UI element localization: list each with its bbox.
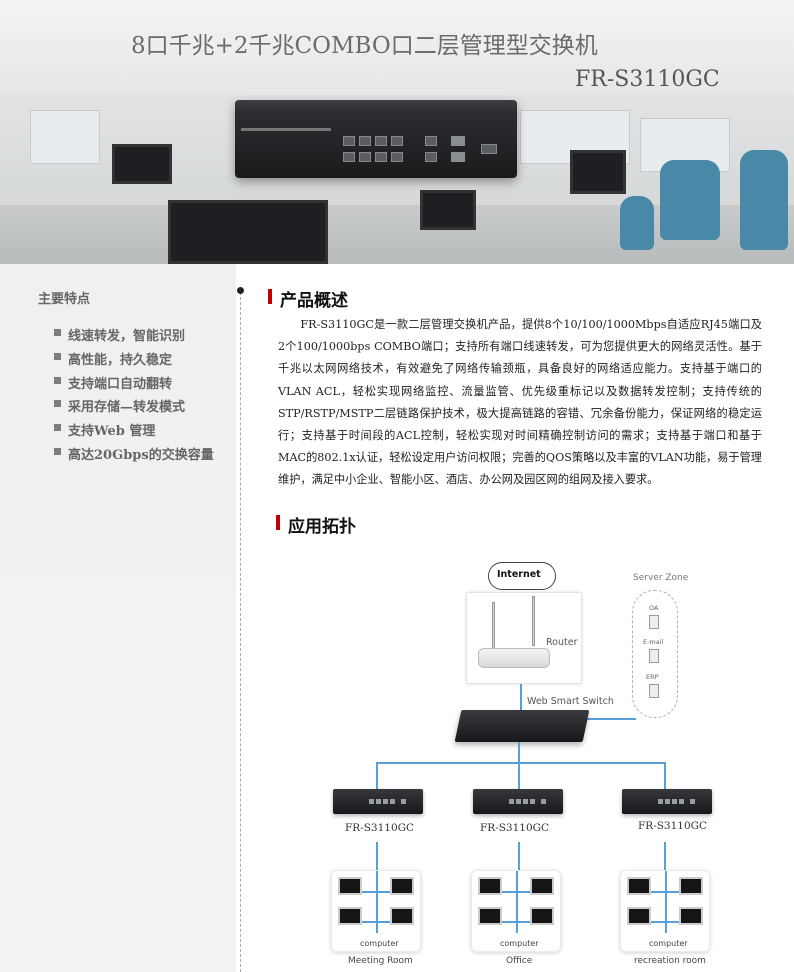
router-antenna-icon (532, 596, 535, 646)
room-name: Office (506, 956, 533, 966)
core-switch-icon (454, 710, 590, 742)
heading-marker-icon (276, 515, 280, 530)
switch-product-image (235, 100, 517, 178)
computer-label: computer (360, 939, 399, 948)
heading-marker-icon (268, 289, 272, 304)
timeline-dot-icon (237, 287, 244, 294)
feature-item: 采用存储—转发模式 (54, 396, 214, 420)
router-label: Router (546, 637, 578, 648)
computer-icon (627, 877, 651, 895)
router-antenna-icon (492, 602, 495, 652)
features-title: 主要特点 (38, 292, 91, 307)
hero-monitor (570, 150, 626, 194)
access-switch-label: FR-S3110GC (480, 822, 550, 834)
room-box: computer (331, 870, 421, 952)
hero-monitor (168, 200, 328, 264)
core-switch-label: Web Smart Switch (527, 696, 614, 707)
access-switch-label: FR-S3110GC (638, 820, 708, 832)
feature-item: 线速转发，智能识别 (54, 325, 214, 349)
bullet-square-icon (54, 376, 61, 384)
bullet-square-icon (54, 329, 61, 336)
feature-item: 高性能，持久稳定 (54, 349, 214, 373)
timeline-divider (240, 292, 241, 972)
server-label: ERP (646, 673, 659, 681)
link-line (376, 762, 666, 764)
computer-icon (338, 877, 362, 895)
hero-banner: 8口千兆+2千兆COMBO口二层管理型交换机 FR-S3110GC (0, 0, 794, 264)
access-switch-icon (473, 789, 563, 814)
computer-icon (390, 907, 414, 925)
computer-icon (390, 877, 414, 895)
product-title: 8口千兆+2千兆COMBO口二层管理型交换机 (131, 33, 598, 59)
access-switch-label: FR-S3110GC (345, 822, 415, 834)
overview-heading: 产品概述 (268, 286, 348, 311)
computer-icon (478, 877, 502, 895)
access-switch-icon (333, 789, 423, 814)
room-name: recreation room (634, 956, 706, 966)
router-frame (466, 592, 582, 684)
computer-icon (530, 907, 554, 925)
link-line (518, 762, 520, 790)
feature-item: 支持端口自动翻转 (54, 373, 214, 397)
hero-partition (30, 110, 100, 164)
link-line (664, 842, 666, 870)
hero-monitor (112, 144, 172, 184)
server-icon (649, 649, 659, 663)
switch-label-strip (241, 128, 331, 131)
link-line (664, 762, 666, 790)
bullet-square-icon (54, 400, 61, 408)
feature-item: 高达20Gbps的交换容量 (54, 444, 214, 468)
link-line (582, 718, 636, 720)
bullet-square-icon (54, 424, 61, 432)
server-label: OA (649, 604, 659, 612)
hero-chair (740, 150, 788, 250)
link-line (376, 842, 378, 870)
hero-ceiling (0, 0, 794, 95)
internet-label: Internet (497, 569, 541, 580)
router-icon (478, 648, 550, 668)
bullet-square-icon (54, 447, 61, 455)
computer-icon (338, 907, 362, 925)
computer-label: computer (500, 939, 539, 948)
overview-text: FR-S3110GC是一款二层管理交换机产品，提供8个10/100/1000Mb… (278, 318, 762, 487)
link-line (518, 742, 520, 762)
server-icon (649, 615, 659, 629)
hero-chair (660, 160, 720, 240)
room-name: Meeting Room (348, 956, 413, 966)
room-box: computer (471, 870, 561, 952)
features-sidebar: 主要特点 线速转发，智能识别 高性能，持久稳定 支持端口自动翻转 采用存储—转发… (0, 264, 236, 972)
internet-cloud-icon (488, 562, 556, 590)
computer-icon (679, 877, 703, 895)
hero-monitor (420, 190, 476, 230)
server-icon (649, 684, 659, 698)
hero-chair (620, 196, 654, 250)
computer-icon (530, 877, 554, 895)
bullet-square-icon (54, 352, 61, 360)
features-list: 线速转发，智能识别 高性能，持久稳定 支持端口自动翻转 采用存储—转发模式 支持… (54, 325, 214, 468)
application-heading: 应用拓扑 (276, 512, 356, 537)
server-label: E-mail (643, 638, 664, 646)
feature-item: 支持Web 管理 (54, 420, 214, 444)
computer-icon (679, 907, 703, 925)
access-switch-icon (622, 789, 712, 814)
server-zone-label: Server Zone (633, 573, 689, 583)
product-model: FR-S3110GC (575, 67, 720, 92)
link-line (520, 684, 522, 710)
link-line (376, 762, 378, 790)
room-box: computer (620, 870, 710, 952)
computer-icon (627, 907, 651, 925)
network-topology-diagram: Internet Router Server Zone OA E-mail ER… (320, 560, 794, 972)
link-line (518, 842, 520, 870)
switch-top (235, 100, 517, 114)
computer-label: computer (649, 939, 688, 948)
computer-icon (478, 907, 502, 925)
